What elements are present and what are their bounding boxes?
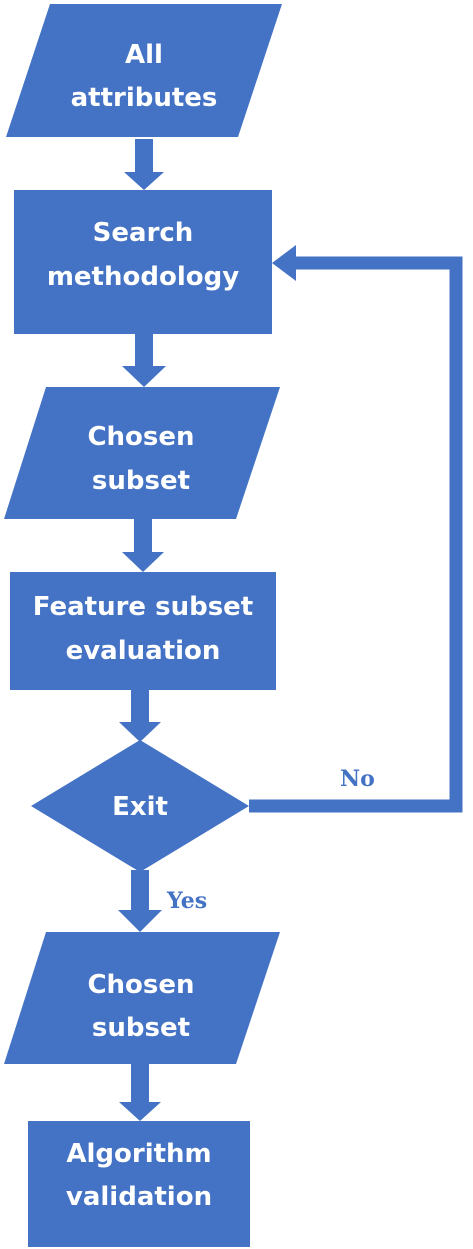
arrow-chosen-subset-to-evaluation [122, 519, 164, 572]
node-chosen-subset-2-label-1: Chosen [87, 970, 194, 1000]
arrow-attributes-to-search [124, 139, 164, 190]
edge-label-no: No [340, 766, 375, 792]
node-algorithm-validation: Algorithm validation [28, 1121, 250, 1247]
node-chosen-subset-1-label-2: subset [92, 466, 190, 496]
edge-label-yes: Yes [166, 888, 207, 914]
node-chosen-subset-2: Chosen subset [4, 932, 280, 1064]
arrow-search-to-chosen-subset [122, 334, 166, 387]
arrow-evaluation-to-exit [119, 690, 161, 742]
node-all-attributes-label-2: attributes [71, 83, 218, 113]
arrow-exit-no-loop [249, 245, 463, 813]
node-feature-subset-evaluation-label-1: Feature subset [33, 592, 253, 622]
node-search-methodology-label-2: methodology [47, 262, 239, 292]
arrow-chosen-subset-to-algorithm [119, 1064, 161, 1121]
node-chosen-subset-1: Chosen subset [4, 387, 280, 519]
node-chosen-subset-2-label-2: subset [92, 1013, 190, 1043]
node-all-attributes: All attributes [6, 4, 282, 137]
node-feature-subset-evaluation: Feature subset evaluation [10, 572, 276, 690]
node-feature-subset-evaluation-label-2: evaluation [66, 636, 221, 666]
node-exit-label: Exit [112, 792, 168, 822]
node-chosen-subset-1-label-1: Chosen [87, 422, 194, 452]
arrow-exit-yes [118, 870, 162, 932]
node-search-methodology: Search methodology [14, 190, 272, 334]
node-algorithm-validation-label-2: validation [66, 1182, 212, 1212]
node-all-attributes-label-1: All [125, 40, 163, 70]
node-algorithm-validation-label-1: Algorithm [66, 1139, 211, 1169]
node-exit: Exit [31, 740, 249, 872]
node-search-methodology-label-1: Search [93, 218, 194, 248]
